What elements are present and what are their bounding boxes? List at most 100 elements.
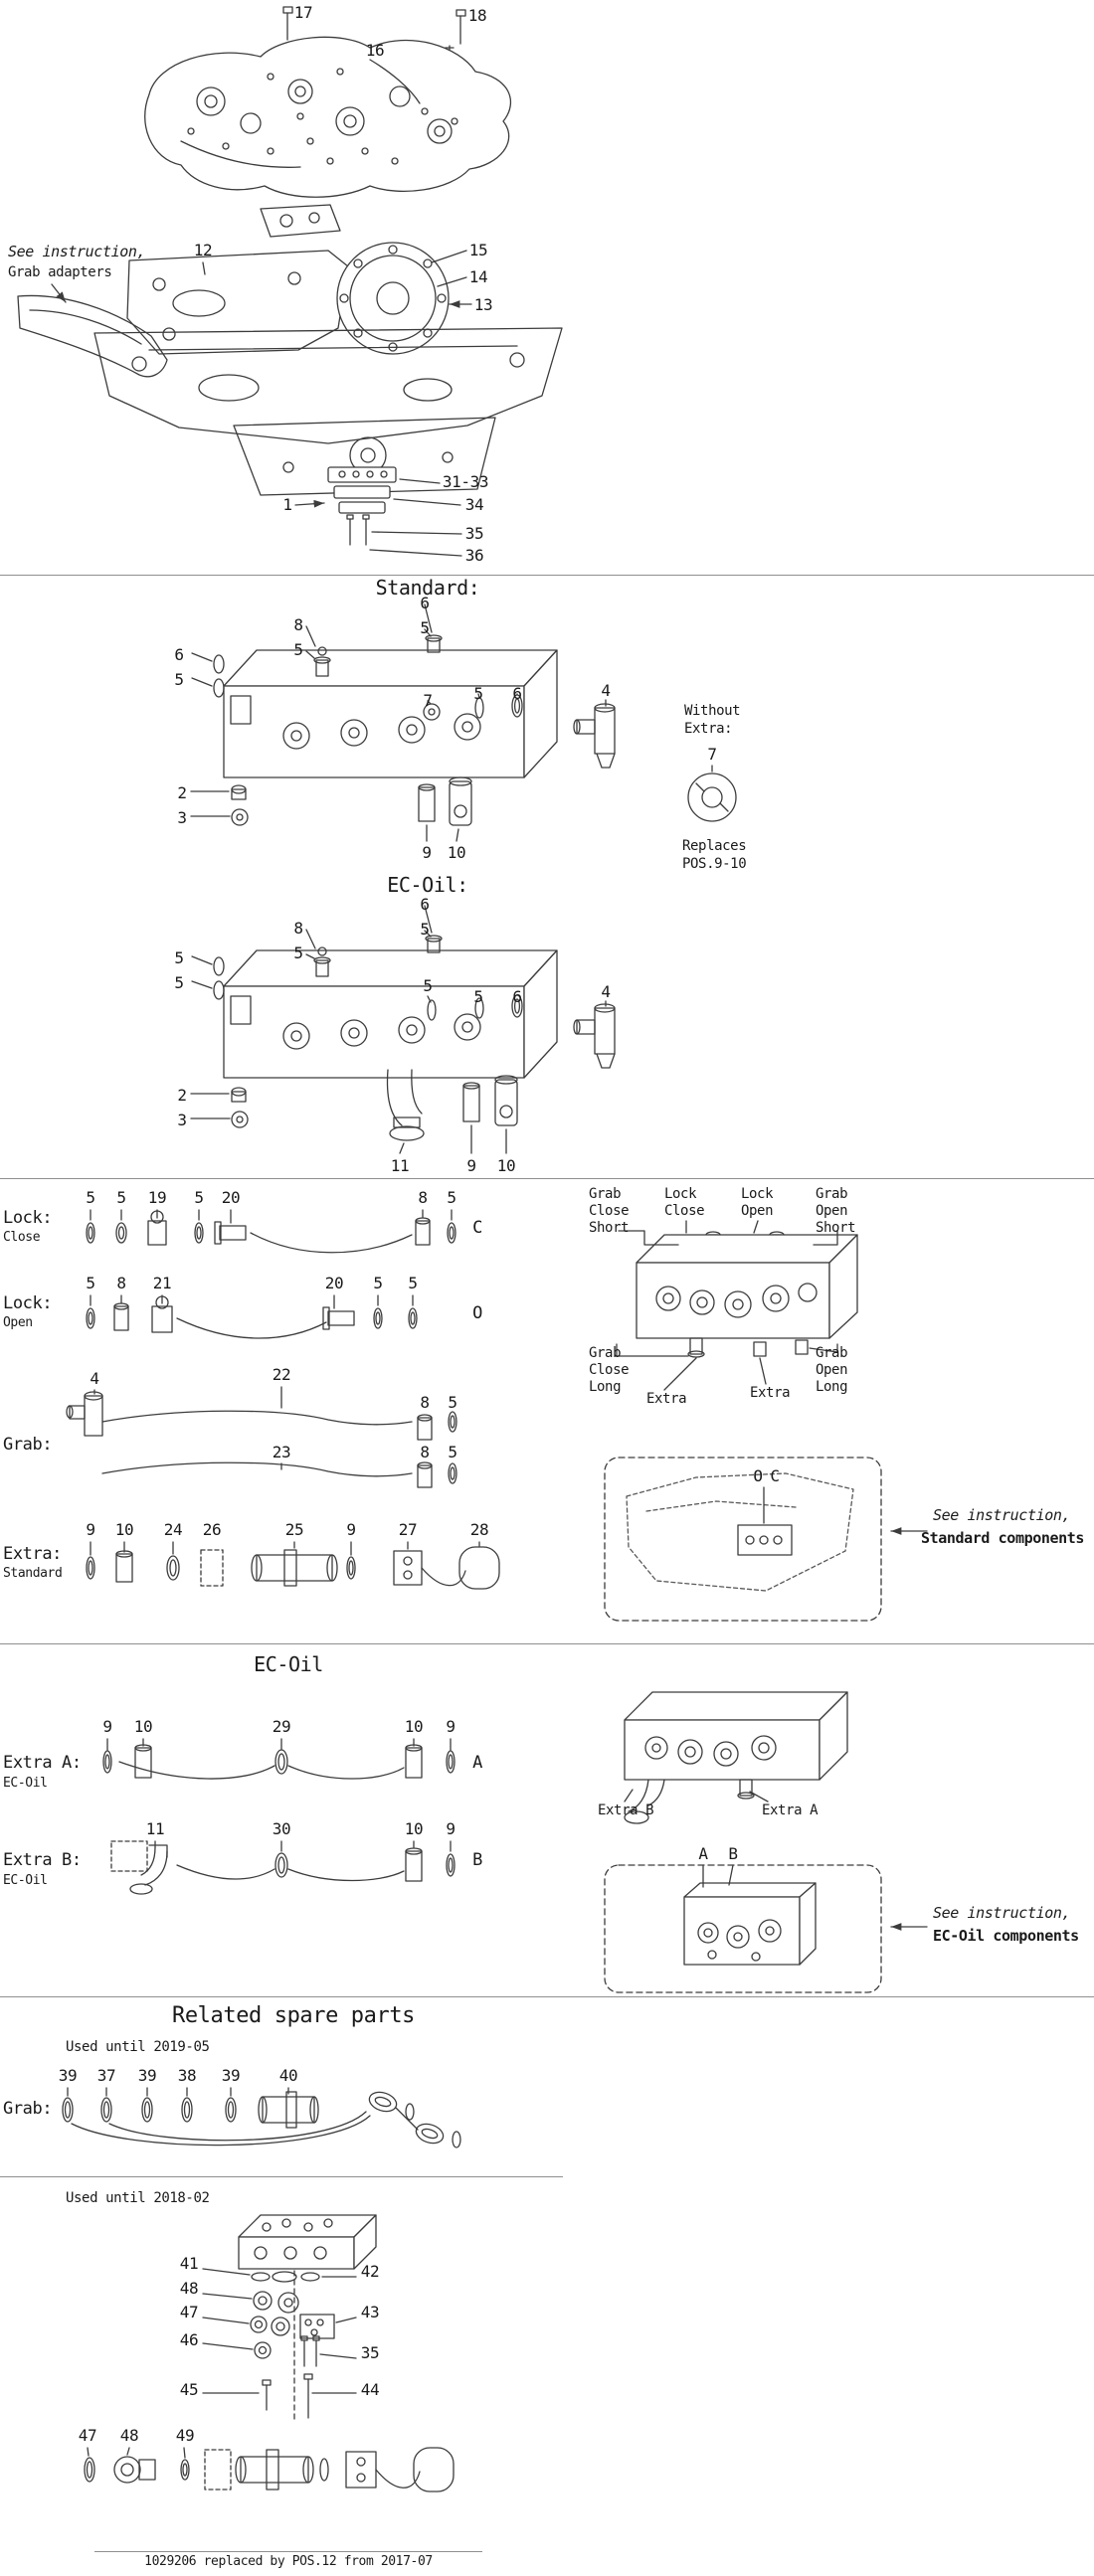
callout-20: 20 <box>221 1188 241 1207</box>
callout-19: 19 <box>147 1188 167 1207</box>
callout-29: 29 <box>272 1717 291 1736</box>
standard-instruction-box <box>604 1457 928 1622</box>
spare-grab-row-drawing <box>62 2087 461 2148</box>
callout-5: 5 <box>447 1188 456 1207</box>
section-separator-1 <box>0 575 1094 576</box>
callout-9: 9 <box>466 1156 476 1175</box>
callout-5: 5 <box>174 973 184 992</box>
note-see-instruction-grab-adapters-line2: Grab adapters <box>8 264 112 280</box>
callout-5: 5 <box>420 920 430 939</box>
old-valve-drawing <box>84 2214 455 2492</box>
callout-47: 47 <box>179 2303 199 2321</box>
note-see-instruction-standard-line2: Standard components <box>921 1529 1084 1547</box>
callout-47: 47 <box>78 2426 97 2445</box>
row-sublabel-open: Open <box>3 1315 33 1330</box>
port-label-lock-close-1: Lock <box>664 1186 697 1202</box>
port-label-grab-close-long-3: Long <box>589 1379 622 1395</box>
callout-3: 3 <box>177 1111 187 1129</box>
callout-9: 9 <box>446 1717 456 1736</box>
row-label-extra-standard: Extra: <box>3 1544 63 1564</box>
callout-8: 8 <box>116 1274 126 1292</box>
revision-note: 1029206 replaced by POS.12 from 2017-07 <box>144 2554 433 2569</box>
port-label-extra-a: Extra A <box>762 1803 819 1818</box>
callout-5: 5 <box>448 1393 457 1412</box>
row-sublabel-ecoil-a: EC-Oil <box>3 1776 48 1791</box>
note-replaces-line1: Replaces <box>682 838 747 854</box>
note-used-until-2019-05: Used until 2019-05 <box>66 2039 210 2055</box>
callout-49: 49 <box>175 2426 195 2445</box>
port-label-grab-close-long-1: Grab <box>589 1345 622 1361</box>
callout-37: 37 <box>96 2066 116 2085</box>
callout-6: 6 <box>420 895 430 914</box>
callout-8: 8 <box>420 1393 430 1412</box>
row-label-extra-a: Extra A: <box>3 1753 82 1773</box>
callout-5: 5 <box>420 618 430 637</box>
section-separator-5 <box>0 2176 563 2177</box>
callout-5: 5 <box>408 1274 418 1292</box>
callout-35: 35 <box>360 2343 380 2362</box>
callout-42: 42 <box>360 2262 380 2281</box>
ecoil-components-manifold-drawing <box>624 1691 848 1824</box>
callout-46: 46 <box>179 2330 199 2349</box>
callout-10: 10 <box>404 1717 424 1736</box>
callout-39: 39 <box>137 2066 157 2085</box>
callout-5: 5 <box>293 640 303 659</box>
callout-45: 45 <box>179 2380 199 2399</box>
callout-6: 6 <box>420 594 430 612</box>
callout-16: 16 <box>365 41 385 60</box>
callout-5: 5 <box>473 987 483 1006</box>
callout-8: 8 <box>293 919 303 938</box>
callout-5: 5 <box>174 670 184 689</box>
callout-2: 2 <box>177 783 187 802</box>
port-label-grab-open-long-1: Grab <box>816 1345 848 1361</box>
section-title-standard: Standard: <box>375 576 480 600</box>
callout-39: 39 <box>58 2066 78 2085</box>
callout-28: 28 <box>469 1520 489 1539</box>
callout-17: 17 <box>293 3 313 22</box>
port-label-grab-close-short-1: Grab <box>589 1186 622 1202</box>
callout-20: 20 <box>324 1274 344 1292</box>
row-sublabel-close: Close <box>3 1230 41 1245</box>
callout-21: 21 <box>152 1274 172 1292</box>
row-label-grab: Grab: <box>3 1435 53 1455</box>
callout-41: 41 <box>179 2254 199 2273</box>
callout-11: 11 <box>145 1819 165 1838</box>
machine-port-b: B <box>728 1844 738 1863</box>
port-label-grab-open-short-1: Grab <box>816 1186 848 1202</box>
port-label-grab-open-long-2: Open <box>816 1362 848 1378</box>
note-see-instruction-ecoil-line1: See instruction, <box>933 1904 1071 1922</box>
callout-48: 48 <box>179 2279 199 2298</box>
callout-44: 44 <box>360 2380 380 2399</box>
section-title-ecoil-components: EC-Oil <box>254 1652 323 1676</box>
port-label-lock-open-2: Open <box>741 1203 774 1219</box>
callout-8: 8 <box>420 1443 430 1461</box>
port-label-lock-open-1: Lock <box>741 1186 774 1202</box>
callout-18: 18 <box>467 6 487 25</box>
callout-38: 38 <box>177 2066 197 2085</box>
section-title-ecoil: EC-Oil: <box>387 873 468 897</box>
callout-2: 2 <box>177 1086 187 1105</box>
port-label-grab-open-long-3: Long <box>816 1379 848 1395</box>
machine-port-o: O <box>753 1466 763 1485</box>
note-without-extra-line1: Without <box>684 703 741 719</box>
ecoil-rows-drawing <box>102 1738 456 1895</box>
callout-9: 9 <box>446 1819 456 1838</box>
callout-40: 40 <box>278 2066 298 2085</box>
hose-kit-rows-drawing <box>66 1209 500 1590</box>
ecoil-instruction-box <box>604 1864 928 1993</box>
port-label-grab-open-short-2: Open <box>816 1203 848 1219</box>
callout-13: 13 <box>473 295 493 314</box>
note-used-until-2018-02: Used until 2018-02 <box>66 2190 210 2206</box>
callout-12: 12 <box>193 241 213 259</box>
callout-30: 30 <box>272 1819 291 1838</box>
row-label-lock-open: Lock: <box>3 1293 53 1313</box>
callout-5: 5 <box>86 1274 95 1292</box>
note-see-instruction-grab-adapters-line1: See instruction, <box>8 243 146 260</box>
callout-10: 10 <box>496 1156 516 1175</box>
port-label-grab-open-short-3: Short <box>816 1220 856 1236</box>
port-letter-c: C <box>472 1218 482 1238</box>
machine-port-a: A <box>698 1844 708 1863</box>
port-label-extra-right: Extra <box>750 1385 791 1401</box>
